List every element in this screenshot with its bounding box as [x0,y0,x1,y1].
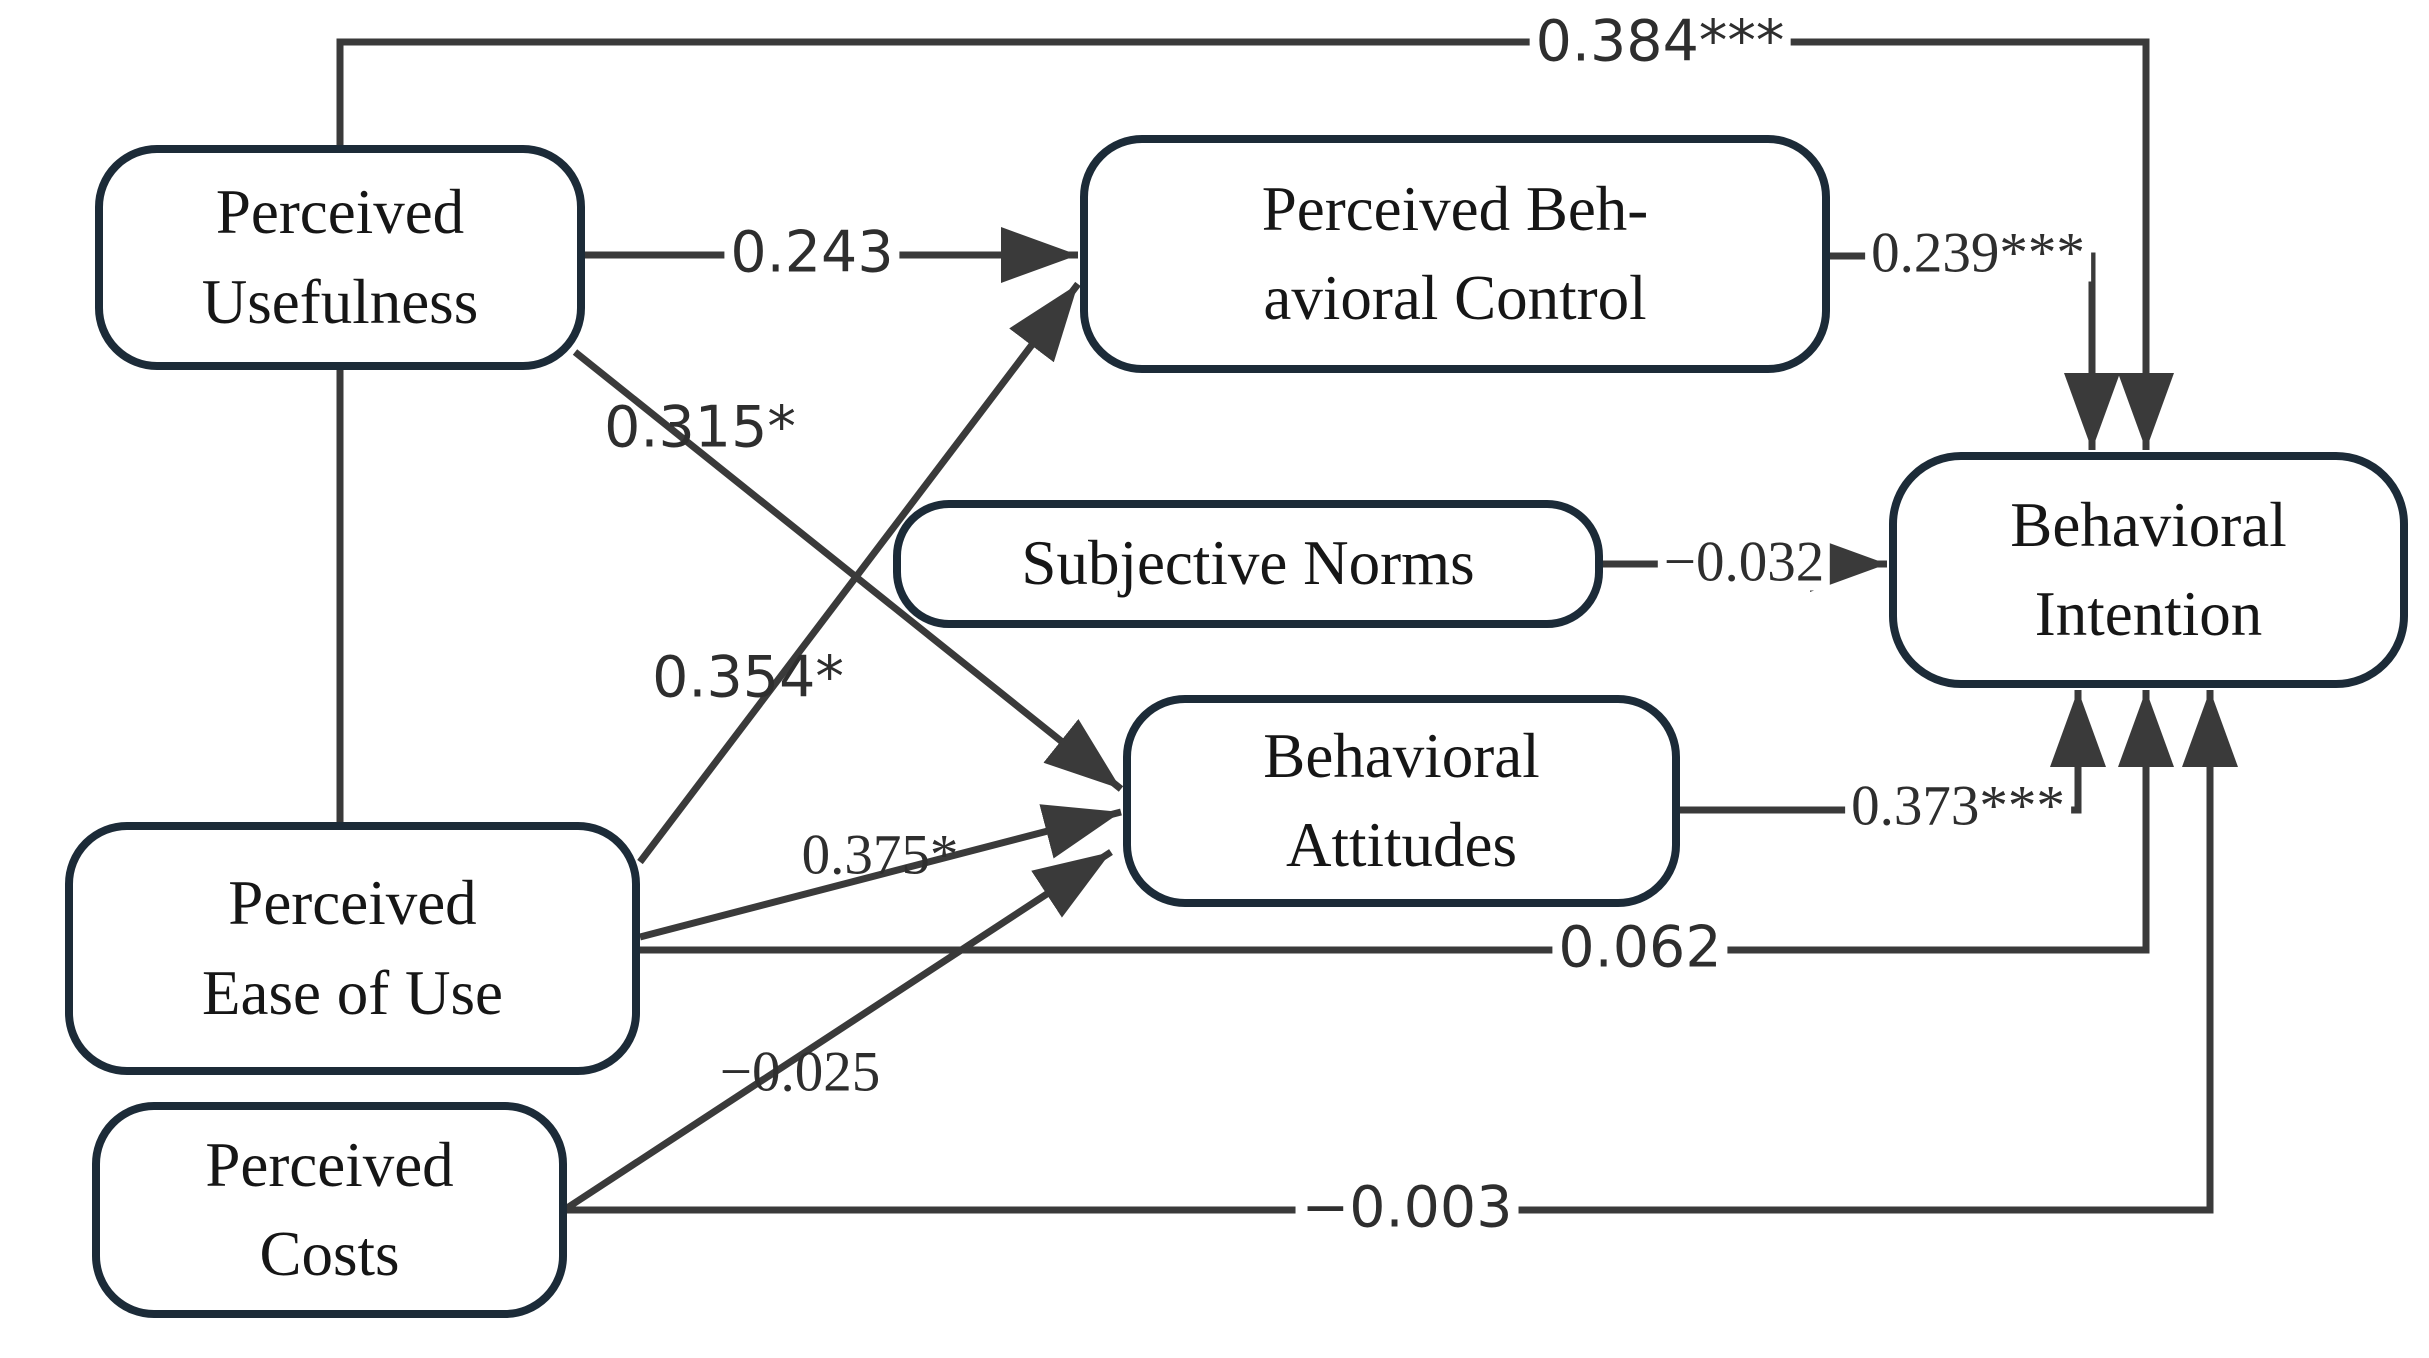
path-peou-to-bi [640,690,2174,954]
edge-label-pbc-bi: 0.239*** [1865,224,2091,282]
edge-label-pu-ba: 0.315* [604,394,796,461]
path-pc-to-ba [565,849,1113,1211]
path-pu-to-ba [572,349,1124,792]
path-peou-to-pbc [637,281,1081,865]
path-pu-to-bi [336,38,2174,450]
path-peou-to-ba [639,804,1122,941]
node-perceived-behavioral-control: Perceived Beh- avioral Control [1080,135,1830,373]
node-perceived-ease-of-use: Perceived Ease of Use [65,822,640,1075]
path-pc-to-bi [567,690,2238,1214]
edge-label-ba-bi: 0.373*** [1845,777,2071,835]
edge-label-peou-bi: 0.062 [1552,919,1728,977]
node-behavioral-attitudes: Behavioral Attitudes [1123,695,1680,907]
node-perceived-costs: Perceived Costs [92,1102,567,1318]
edge-label-pc-ba: −0.025 [719,1040,881,1104]
node-subjective-norms: Subjective Norms [893,500,1603,628]
edge-label-pu-bi: 0.384*** [1529,13,1791,71]
edge-label-pc-bi: −0.003 [1295,1179,1519,1237]
edge-label-peou-ba: 0.375* [801,823,959,887]
node-behavioral-intention: Behavioral Intention [1889,452,2408,688]
edge-label-sn-bi: −0.032 [1657,533,1831,591]
path-pbc-to-bi [1830,252,2120,450]
edge-label-pu-pbc: 0.243 [724,224,900,282]
edge-label-peou-pbc: 0.354* [652,644,844,711]
path-ba-to-bi [1680,690,2106,814]
node-perceived-usefulness: Perceived Usefulness [95,145,585,370]
